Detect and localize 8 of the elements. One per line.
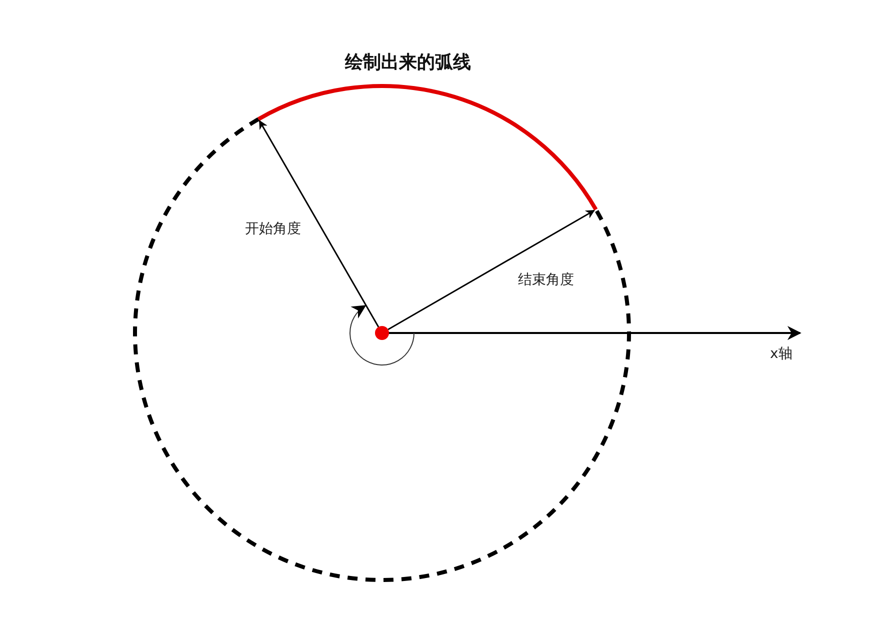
arrow xyxy=(258,120,380,328)
arc xyxy=(258,84,598,211)
center-dot xyxy=(375,326,389,340)
title: 绘制出来的弧线 xyxy=(345,51,471,74)
edge-label: 结束角度 xyxy=(518,271,574,289)
arrow xyxy=(388,210,595,330)
edge-label: 开始角度 xyxy=(245,220,301,238)
axis-label: x轴 xyxy=(770,345,792,363)
